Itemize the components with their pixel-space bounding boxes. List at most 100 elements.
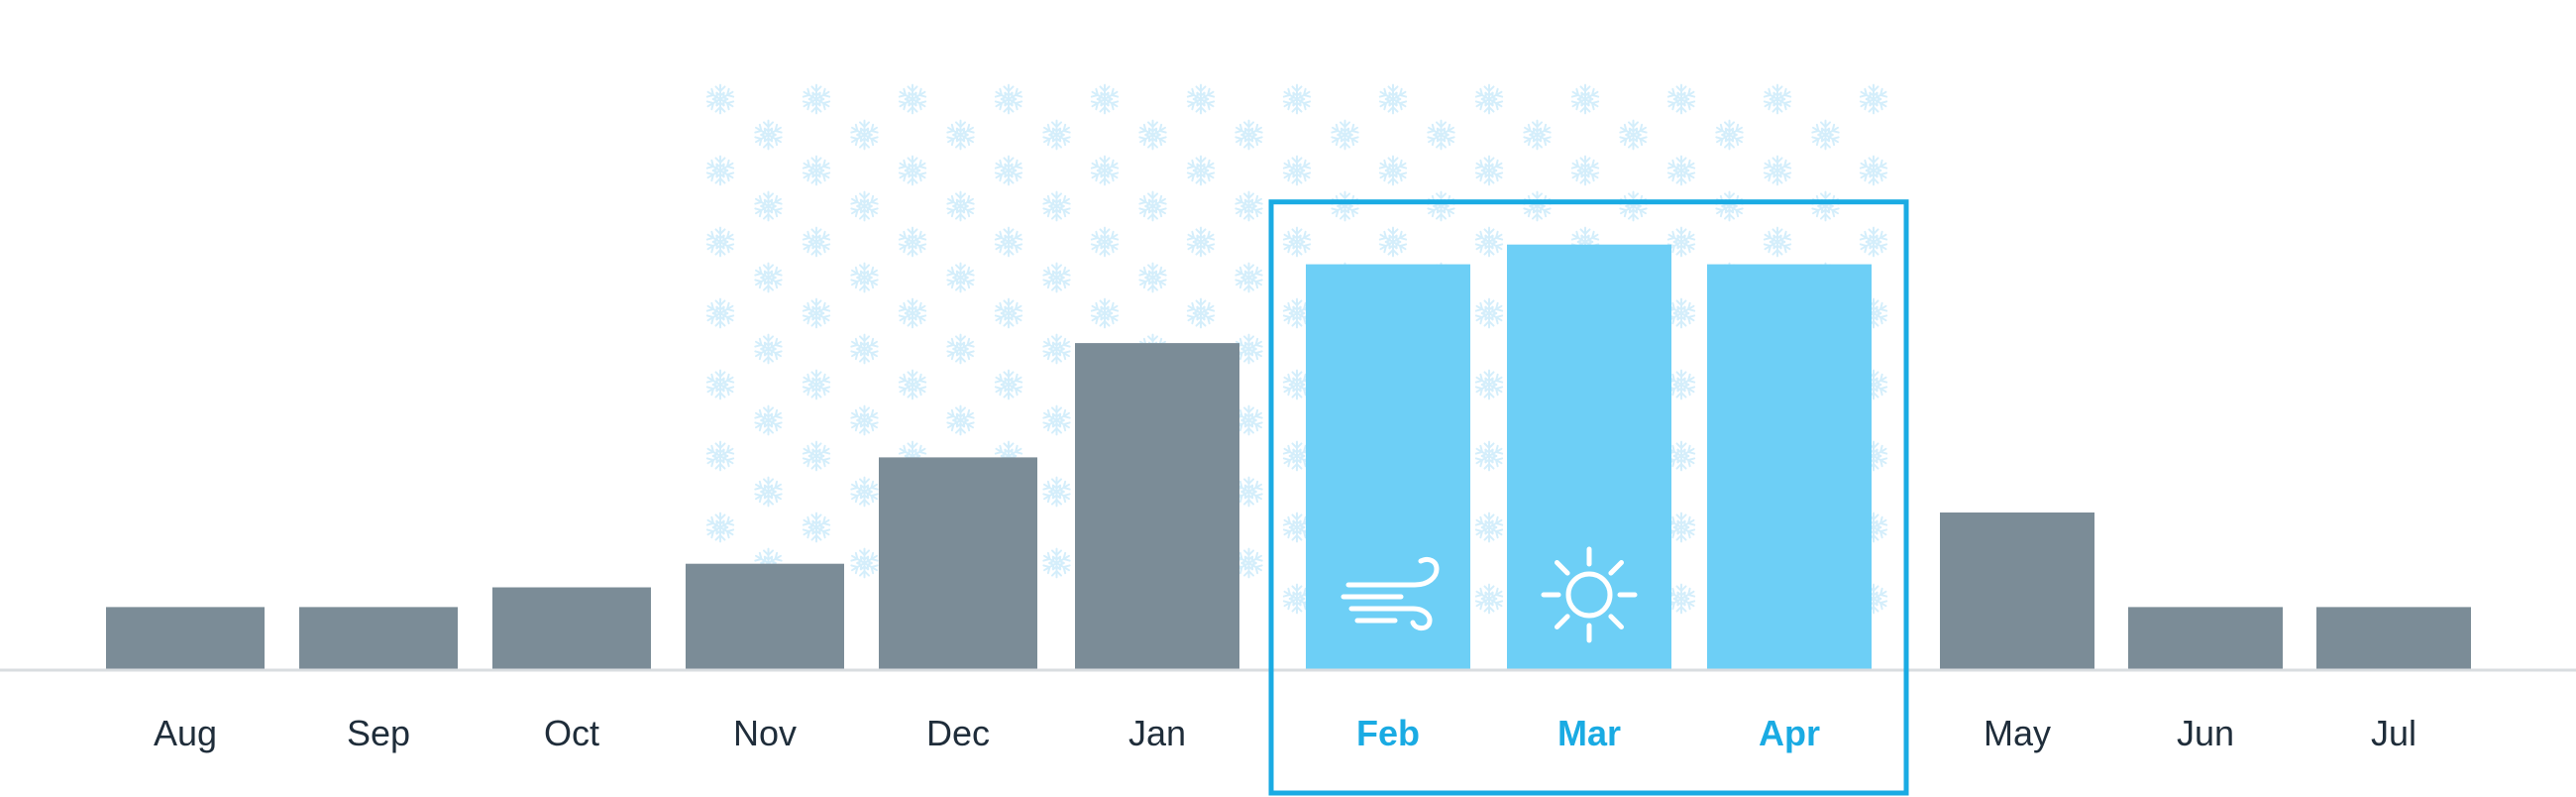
bar-aug	[106, 607, 265, 670]
highlight-frame	[1268, 199, 1909, 796]
snowflake-icon	[1090, 228, 1119, 257]
snowflake-icon	[898, 85, 926, 114]
snowflake-icon	[1474, 585, 1503, 614]
snowflake-icon	[1042, 549, 1071, 578]
snowflake-icon	[705, 228, 734, 257]
bar-jan	[1075, 343, 1239, 670]
snowflake-icon	[898, 228, 926, 257]
snowflake-icon	[1042, 335, 1071, 364]
bar-may	[1940, 512, 2094, 670]
snowflake-icon	[1811, 192, 1840, 221]
snowflake-icon	[1042, 121, 1071, 150]
snowflake-icon	[994, 371, 1022, 399]
x-tick-label-mar: Mar	[1557, 713, 1621, 753]
snowflake-icon	[705, 299, 734, 328]
bar-feb	[1306, 264, 1470, 670]
x-tick-label-jun: Jun	[2177, 713, 2234, 753]
bar-nov	[686, 563, 844, 670]
snowflake-icon	[1282, 157, 1311, 185]
x-tick-label-jan: Jan	[1128, 713, 1186, 753]
snowflake-icon	[1619, 121, 1648, 150]
snowflake-icon	[1331, 121, 1359, 150]
snowflake-icon	[1715, 121, 1744, 150]
snowflake-icon	[898, 371, 926, 399]
x-tick-label-sep: Sep	[347, 713, 410, 753]
snowflake-icon	[898, 299, 926, 328]
snowflake-icon	[1138, 264, 1167, 292]
x-tick-label-nov: Nov	[733, 713, 797, 753]
snowflake-icon	[850, 121, 879, 150]
snowflake-icon	[705, 157, 734, 185]
snowflake-icon	[850, 549, 879, 578]
snowflake-icon	[1427, 192, 1455, 221]
bar-oct	[492, 587, 651, 670]
snowflake-icon	[1090, 299, 1119, 328]
snowflake-icon	[1186, 228, 1215, 257]
x-tick-label-feb: Feb	[1356, 713, 1420, 753]
snowflake-icon	[1282, 228, 1311, 257]
bar-jun	[2128, 607, 2283, 670]
snowflake-icon	[754, 478, 783, 507]
x-tick-label-apr: Apr	[1759, 713, 1820, 753]
snowflake-icon	[850, 264, 879, 292]
snowflake-icon	[1282, 85, 1311, 114]
bars	[106, 244, 2471, 671]
snowflake-icon	[1715, 192, 1744, 221]
snowflake-icon	[1474, 513, 1503, 542]
bar-mar	[1507, 244, 1671, 670]
snowflake-icon	[1859, 157, 1887, 185]
bar-sep	[299, 607, 458, 670]
snowflake-icon	[850, 192, 879, 221]
snowflake-icon	[1042, 406, 1071, 435]
snowflake-icon	[1523, 192, 1552, 221]
snowflake-icon	[1763, 85, 1791, 114]
snowflake-icon	[1042, 264, 1071, 292]
snowflake-icon	[802, 299, 830, 328]
snowflake-icon	[1378, 157, 1407, 185]
snowflake-icon	[1859, 228, 1887, 257]
x-tick-label-oct: Oct	[544, 713, 599, 753]
snowflake-icon	[946, 335, 975, 364]
snowflake-icon	[1427, 121, 1455, 150]
snowflake-icon	[1378, 228, 1407, 257]
snowflake-icon	[946, 192, 975, 221]
snowflake-icon	[1619, 192, 1648, 221]
snowflake-icon	[1234, 121, 1263, 150]
snowflake-icon	[802, 371, 830, 399]
snowflake-icon	[946, 406, 975, 435]
snowflake-icon	[994, 228, 1022, 257]
bar-icons	[1341, 546, 1638, 643]
snowflake-icon	[1474, 85, 1503, 114]
snowflake-icon	[1186, 299, 1215, 328]
snowflake-icon	[1570, 157, 1599, 185]
snowflake-icon	[1523, 121, 1552, 150]
x-tick-label-jul: Jul	[2371, 713, 2416, 753]
wind-icon	[1341, 556, 1440, 631]
snowflake-icon	[1859, 85, 1887, 114]
snowflake-icon	[1042, 192, 1071, 221]
snowflake-icon	[946, 121, 975, 150]
snowflake-icon	[1331, 192, 1359, 221]
snowflake-icon	[754, 335, 783, 364]
snowflake-icon	[754, 192, 783, 221]
snowflake-icon	[1763, 157, 1791, 185]
snowflake-icon	[1186, 85, 1215, 114]
snowflake-icon	[1666, 85, 1695, 114]
snowflake-icon	[898, 157, 926, 185]
snowflake-icon	[994, 299, 1022, 328]
snowflake-icon	[946, 264, 975, 292]
snowflake-icon	[1474, 442, 1503, 471]
snowflake-icon	[1474, 228, 1503, 257]
x-tick-label-dec: Dec	[926, 713, 990, 753]
snowflake-icon	[802, 157, 830, 185]
snowflake-icon	[850, 478, 879, 507]
snowflake-icon	[705, 85, 734, 114]
snowflake-icon	[1138, 192, 1167, 221]
x-tick-label-may: May	[1984, 713, 2051, 753]
bar-dec	[879, 457, 1037, 671]
snowflake-icon	[705, 513, 734, 542]
snowflake-icon	[705, 371, 734, 399]
snowflake-icon	[802, 442, 830, 471]
